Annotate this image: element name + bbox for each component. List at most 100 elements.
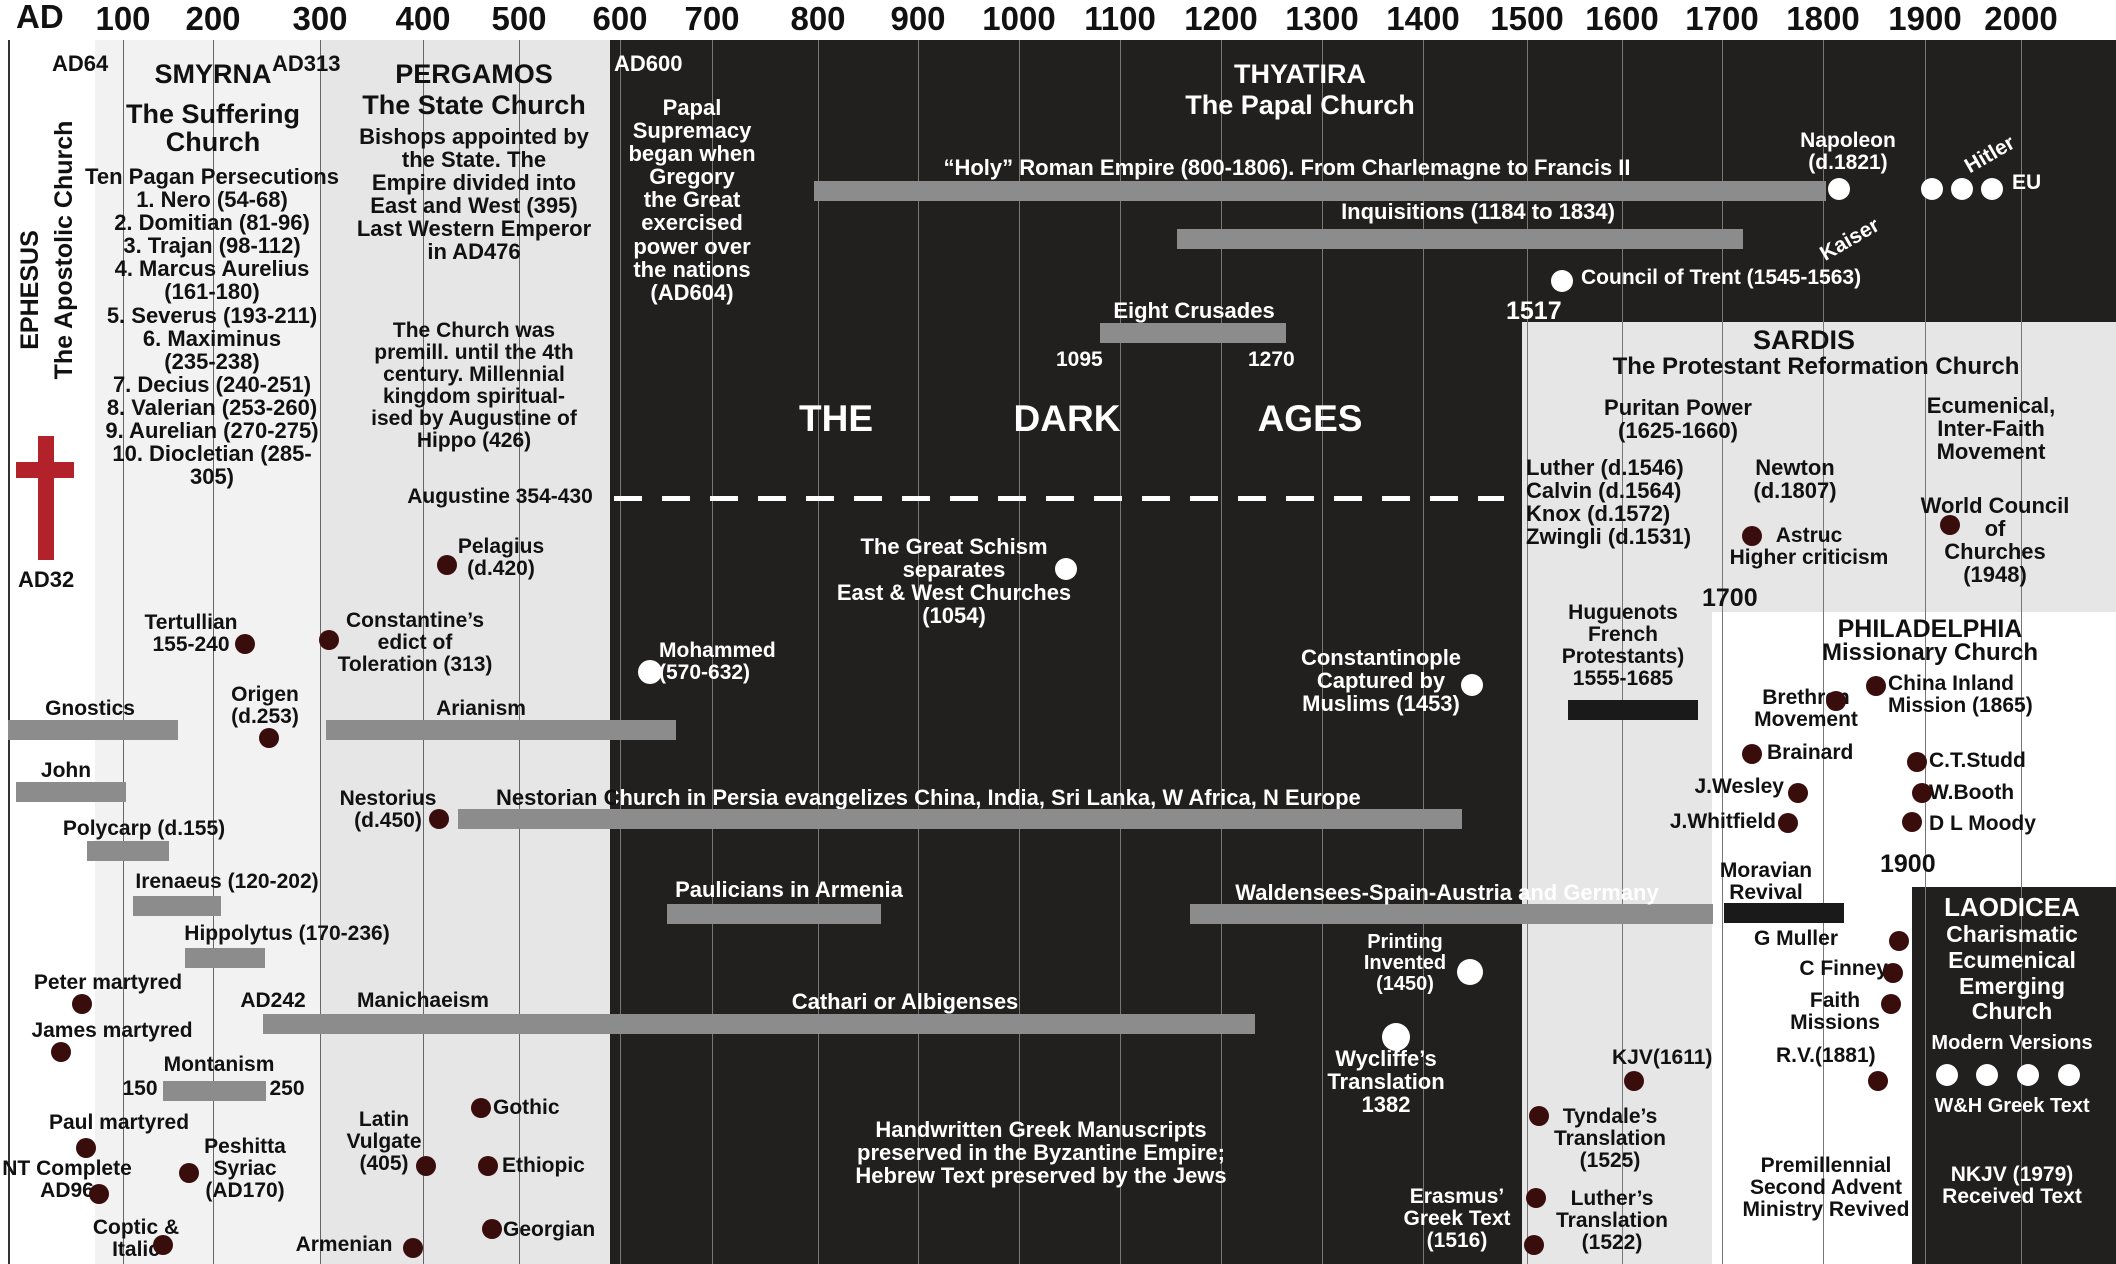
manichaeism-label: Manichaeism <box>357 989 489 1012</box>
gridline <box>2021 40 2022 1264</box>
cathari-label: Cathari or Albigenses <box>791 989 1019 1014</box>
gridline <box>1722 40 1723 1264</box>
laodicea-name: LAODICEA <box>1944 892 2080 922</box>
hippolytus-label: Hippolytus (170-236) <box>184 922 390 945</box>
paulicians-bar <box>667 904 881 924</box>
augustine-label: Augustine 354-430 <box>407 485 593 508</box>
event-dot <box>319 630 339 650</box>
modern-versions-label: Modern Versions <box>1931 1032 2093 1054</box>
georgian-label: Georgian <box>503 1218 596 1241</box>
event-dot <box>1912 783 1932 803</box>
eu-label: EU <box>2012 171 2042 194</box>
event-dot <box>1868 1071 1888 1091</box>
nkjv-label: NKJV (1979)Received Text <box>1942 1163 2082 1209</box>
nestorian-label: Nestorian Church in Persia evangelizes C… <box>496 785 1361 810</box>
james-label: James martyred <box>31 1019 193 1042</box>
sardis-panel <box>1522 322 2116 612</box>
pergamos-subtitle: The State Church <box>362 90 586 120</box>
montanism-bar <box>163 1081 266 1101</box>
event-dot <box>1866 676 1886 696</box>
gridline <box>918 40 919 1264</box>
arianism-label: Arianism <box>436 697 526 720</box>
ephesus-end: AD64 <box>52 51 109 76</box>
event-dot <box>1940 515 1960 535</box>
inquisitions-bar <box>1177 229 1743 249</box>
cathari-bar <box>263 1014 1255 1034</box>
event-dot <box>1524 1235 1544 1255</box>
peter-label: Peter martyred <box>33 971 183 994</box>
gridline <box>213 40 214 1264</box>
event-dot <box>259 728 279 748</box>
tick-label: 100 <box>95 0 151 37</box>
thyatira-name: THYATIRA <box>1233 59 1367 89</box>
white-dot <box>1828 178 1850 200</box>
ctstudd-label: C.T.Studd <box>1929 749 2026 772</box>
tick-label: 800 <box>790 0 846 37</box>
tick-label: 1100 <box>1084 0 1156 37</box>
gnostics-bar <box>8 720 178 740</box>
gnostics-label: Gnostics <box>45 697 135 720</box>
frame-left <box>8 40 10 1264</box>
event-dot <box>471 1098 491 1118</box>
tick-label: 1800 <box>1786 0 1860 37</box>
event-dot <box>179 1163 199 1183</box>
sardis-subtitle: The Protestant Reformation Church <box>1612 353 2020 380</box>
sardis-name: SARDIS <box>1752 325 1856 355</box>
white-dot <box>2017 1064 2039 1086</box>
white-dot <box>1461 674 1483 696</box>
dark-ages-ages: AGES <box>1257 398 1363 439</box>
gridline <box>519 40 520 1264</box>
gridline <box>1823 40 1824 1264</box>
crusades-bar <box>1100 323 1286 343</box>
wh-greek-label: W&H Greek Text <box>1934 1095 2090 1117</box>
smyrna-panel <box>95 40 320 1264</box>
thyatira-1517: 1517 <box>1506 297 1562 325</box>
tick-label: 1300 <box>1285 0 1359 37</box>
event-dot <box>1742 744 1762 764</box>
inquisitions-label: Inquisitions (1184 to 1834) <box>1341 199 1615 224</box>
ephesus-panel <box>10 40 95 1264</box>
gridline <box>620 40 621 1264</box>
tick-label: 1500 <box>1490 0 1564 37</box>
smyrna-end: AD313 <box>272 51 341 76</box>
crusades-label: Eight Crusades <box>1113 298 1275 323</box>
event-dot <box>416 1156 436 1176</box>
event-dot <box>1907 752 1927 772</box>
tick-label: 300 <box>292 0 348 37</box>
laodicea-subtitle: Charismatic Ecumenical Emerging Church <box>1946 921 2078 1025</box>
pelagius-label: Pelagius(d.420) <box>457 535 545 581</box>
ephesus-subtitle: The Apostolic Church <box>49 120 78 380</box>
tick-label: 900 <box>890 0 946 37</box>
white-dot <box>638 660 662 684</box>
pergamos-panel <box>320 40 610 1264</box>
dark-ages-dark: DARK <box>1013 398 1121 439</box>
gothic-label: Gothic <box>493 1096 560 1119</box>
booth-label: W.Booth <box>1929 781 2015 804</box>
john-label: John <box>40 759 92 782</box>
cross-horizontal <box>16 462 74 478</box>
john-bar <box>16 782 126 802</box>
tick-label: 1700 <box>1685 0 1759 37</box>
white-dot <box>1981 178 2003 200</box>
polycarp-bar <box>87 841 169 861</box>
philadelphia-panel <box>1712 612 2116 887</box>
armenian-label: Armenian <box>295 1233 393 1256</box>
tick-label: 2000 <box>1984 0 2058 37</box>
white-dot <box>1551 270 1573 292</box>
napoleon-label: Napoleon(d.1821) <box>1800 129 1896 175</box>
m250-label: 250 <box>269 1077 305 1100</box>
